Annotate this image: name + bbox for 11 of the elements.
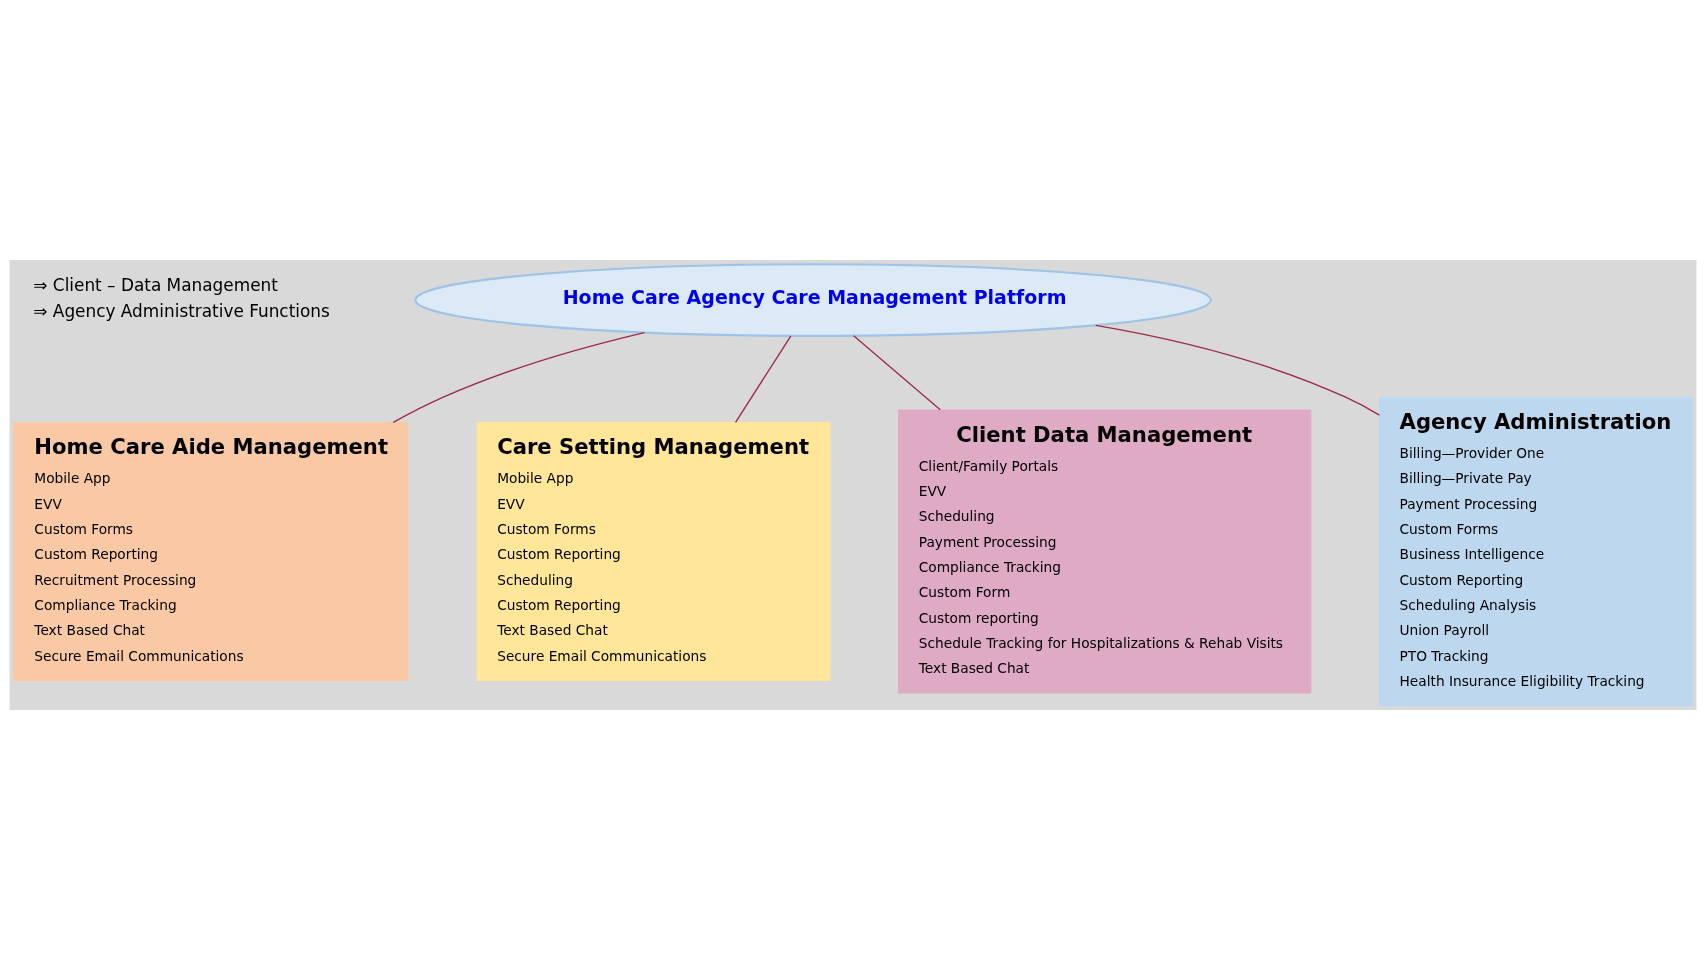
node-box: Client Data Management Client/Family Portals EVV Scheduling Payment Processing Compliance Tracking Custom Form Custom reporting Schedule Tracking for Hospitalizations & Rehab Visits Text Based Chat [898, 409, 1312, 694]
node-ellipse: Home Care Agency Care Management Platform [414, 263, 1212, 337]
node-box: Care Setting Management Mobile App EVV Custom Forms Custom Reporting Scheduling Custom Reporting Text Based Chat Secure Email Communications [476, 422, 831, 681]
node-box: Agency Administration Billing—Provider One Billing—Private Pay Payment Processing Custom Forms Business Intelligence Custom Reporting Scheduling Analysis Union Payroll PTO Tracking Health Insurance Eligibility Tracking [1378, 396, 1693, 707]
label: ⇒ Agency Administrative Functions [33, 300, 330, 321]
connector [853, 335, 941, 411]
connector [392, 332, 646, 424]
connector [734, 335, 792, 423]
connector [1095, 324, 1381, 416]
label: ⇒ Client – Data Management [33, 275, 278, 296]
node-box: Home Care Aide Management Mobile App EVV Custom Forms Custom Reporting Recruitment Processing Compliance Tracking Text Based Chat Secure Email Communications [13, 422, 409, 681]
